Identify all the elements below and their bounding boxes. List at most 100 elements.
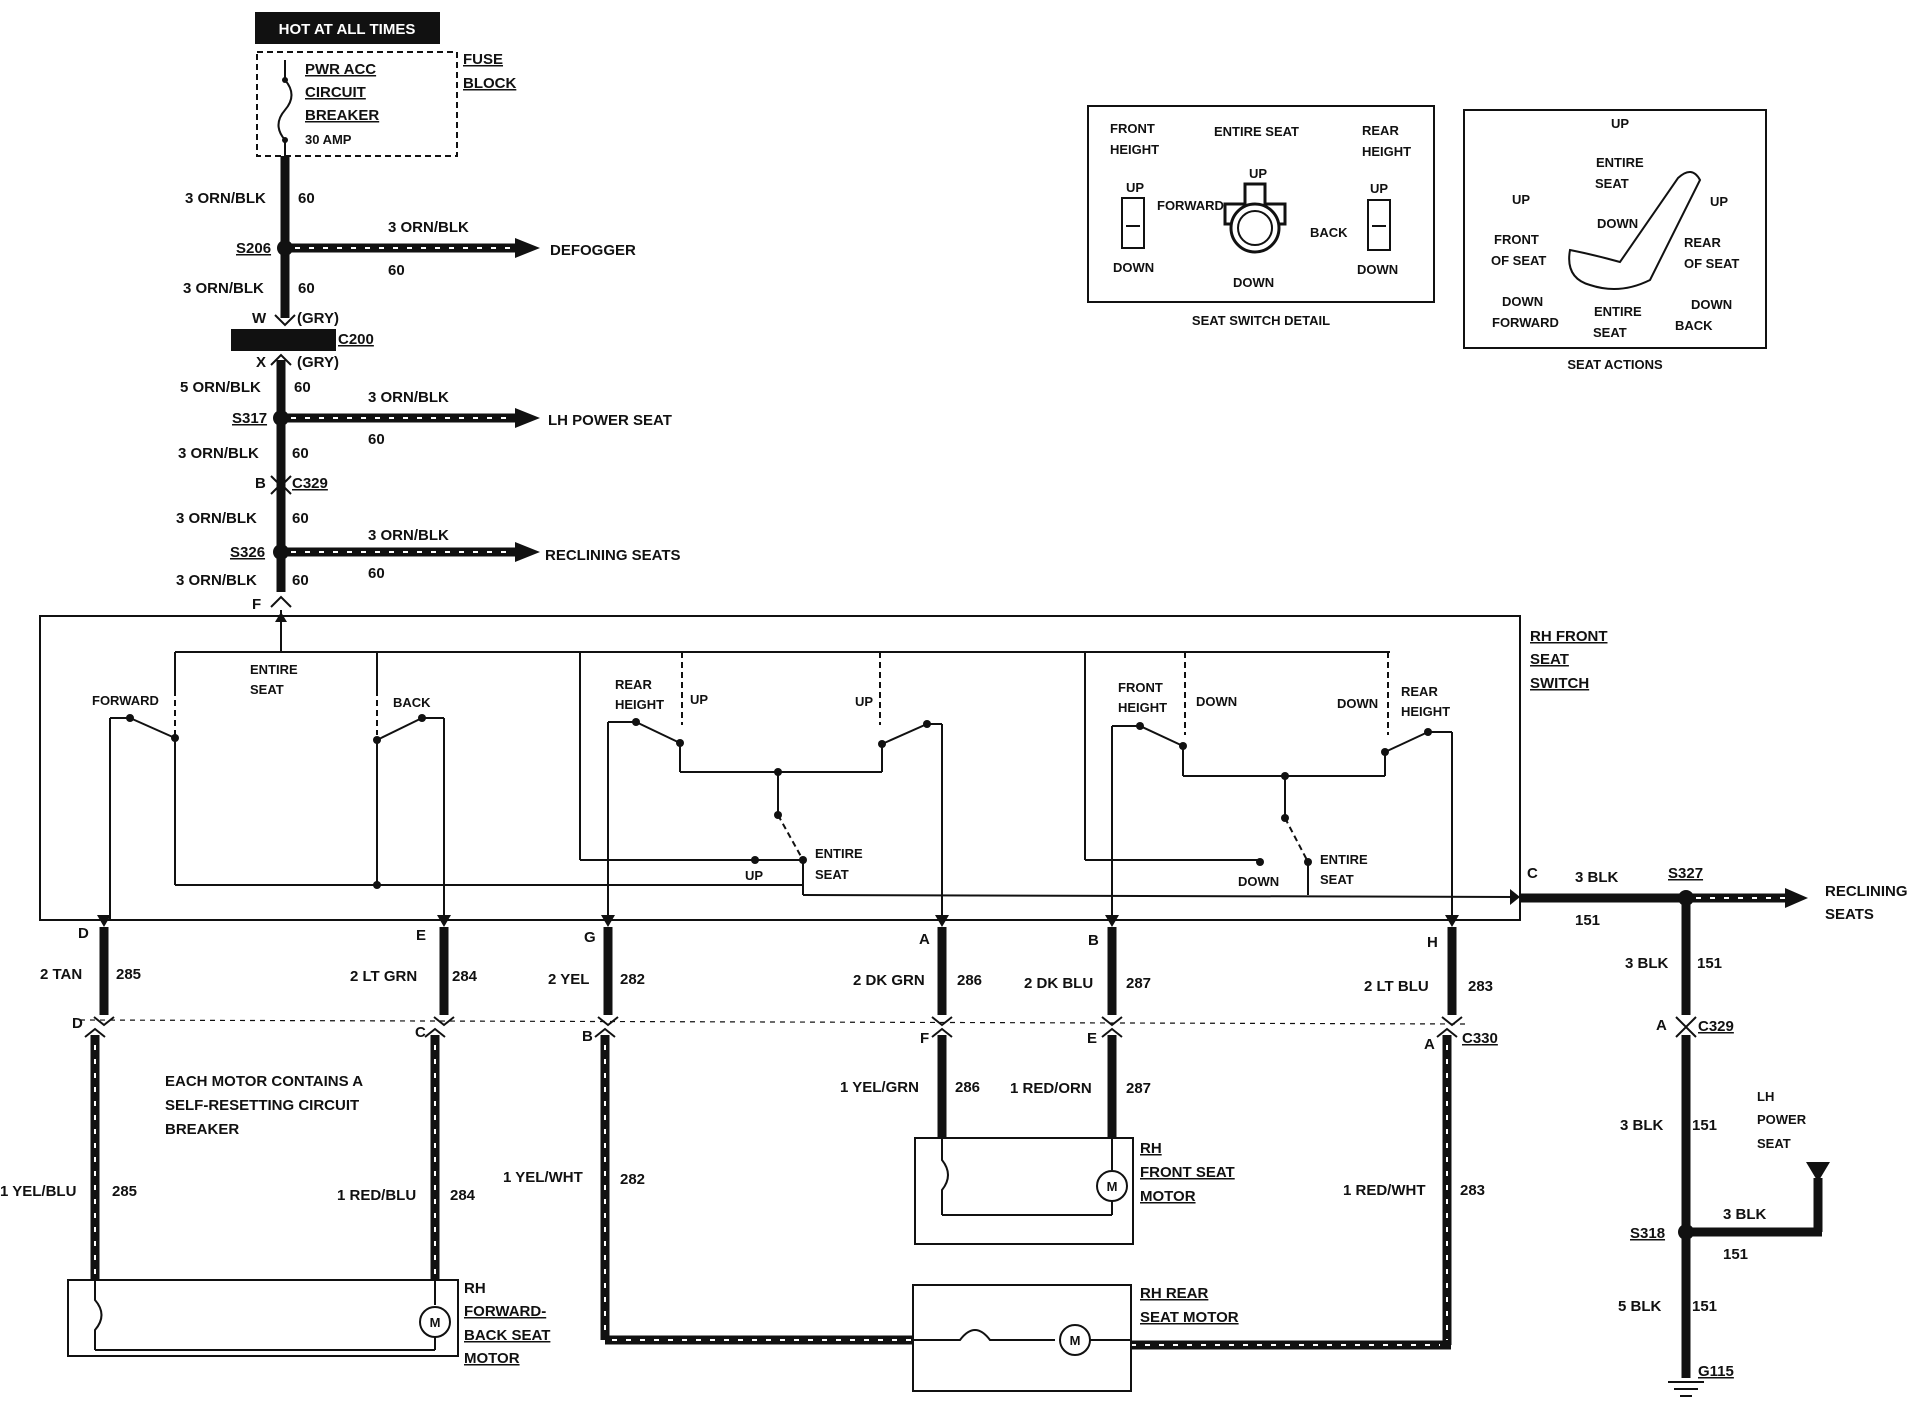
rh-switch-title-3: SWITCH <box>1530 675 1589 692</box>
s317-label: S317 <box>232 410 267 427</box>
defogger-wire-label: 3 ORN/BLK <box>388 219 469 236</box>
detail-rear-height-2: HEIGHT <box>1362 144 1411 159</box>
gnd-w2: 3 BLK <box>1625 955 1669 972</box>
actions-rear-2: OF SEAT <box>1684 256 1739 271</box>
gnd-a-pin: A <box>1656 1017 1667 1034</box>
rh-switch-entire-4: SEAT <box>815 867 849 882</box>
lh-power-seat-label: LH POWER SEAT <box>548 412 672 429</box>
defogger-circuit: 60 <box>388 262 405 279</box>
out-b-wire: 2 DK BLU <box>1024 975 1093 992</box>
feed-c1: 60 <box>298 190 315 207</box>
reclining-seats-label: RECLINING SEATS <box>545 547 681 564</box>
out-h-lower-pin: A <box>1424 1036 1435 1053</box>
rh-switch-c-pin: C <box>1527 865 1538 882</box>
fwd-back-motor-2: FORWARD- <box>464 1303 546 1320</box>
fwd-back-motor-m: M <box>430 1315 441 1330</box>
front-motor-3: MOTOR <box>1140 1188 1196 1205</box>
out-g-pin: G <box>584 929 596 946</box>
seat-actions-caption: SEAT ACTIONS <box>1567 357 1663 372</box>
circuit-breaker-symbol <box>277 60 293 156</box>
rh-switch-entire-6: SEAT <box>1320 872 1354 887</box>
rh-switch-down-2: DOWN <box>1337 696 1378 711</box>
rh-switch-forward: FORWARD <box>92 693 159 708</box>
actions-entire-1: ENTIRE <box>1596 155 1644 170</box>
note-1: EACH MOTOR CONTAINS A <box>165 1073 363 1090</box>
out-h-pin: H <box>1427 934 1438 951</box>
detail-up-right: UP <box>1370 181 1388 196</box>
rh-switch-up-3: UP <box>745 868 763 883</box>
feed-w3: 3 ORN/BLK <box>183 280 264 297</box>
feed-f-pin: F <box>252 596 261 613</box>
out-e-lower-wire: 1 RED/BLU <box>337 1187 416 1204</box>
out-d-circ: 285 <box>116 966 141 983</box>
s318-splice <box>1678 1224 1694 1240</box>
out-e-circ: 284 <box>452 968 478 985</box>
lh-seat-wire-label: 3 ORN/BLK <box>368 389 449 406</box>
actions-back: BACK <box>1675 318 1713 333</box>
note-3: BREAKER <box>165 1121 239 1138</box>
fwd-back-motor-4: MOTOR <box>464 1350 520 1367</box>
s326-label: S326 <box>230 544 265 561</box>
c330-label: C330 <box>1462 1030 1498 1047</box>
gnd-c3: 151 <box>1692 1117 1717 1134</box>
out-h-wire: 2 LT BLU <box>1364 978 1429 995</box>
out-h-lower-circ: 283 <box>1460 1182 1485 1199</box>
rh-switch-rear-height-4: HEIGHT <box>1401 704 1450 719</box>
g115-label: G115 <box>1698 1363 1734 1380</box>
out-a-pin: A <box>919 931 930 948</box>
gnd-lh-3: SEAT <box>1757 1136 1791 1151</box>
seat-outline-icon <box>1568 171 1702 290</box>
feed-c4: 60 <box>294 379 311 396</box>
rear-motor-1: RH REAR <box>1140 1285 1209 1302</box>
c200-x-pin: X <box>256 354 266 371</box>
out-d-wire: 2 TAN <box>40 966 82 983</box>
gnd-w1: 3 BLK <box>1575 869 1619 886</box>
front-seat-motor-box <box>914 1137 1134 1245</box>
out-b-pin: B <box>1088 932 1099 949</box>
actions-down-top: DOWN <box>1597 216 1638 231</box>
detail-forward: FORWARD <box>1157 198 1224 213</box>
rh-switch-title-2: SEAT <box>1530 651 1569 668</box>
out-a-lower-pin: F <box>920 1030 929 1047</box>
reclining-circuit: 60 <box>368 565 385 582</box>
rh-switch-down-3: DOWN <box>1238 874 1279 889</box>
out-e-pin: E <box>416 927 426 944</box>
fwd-back-motor-3: BACK SEAT <box>464 1327 550 1344</box>
front-motor-1: RH <box>1140 1140 1162 1157</box>
out-b-circ: 287 <box>1126 975 1151 992</box>
s318-label: S318 <box>1630 1225 1665 1242</box>
c200-w-pin: W <box>252 310 267 327</box>
fuse-block-label-1: FUSE <box>463 51 503 68</box>
reclining-arrow <box>515 542 540 562</box>
s327-label: S327 <box>1668 865 1703 882</box>
out-b-lower-circ: 287 <box>1126 1080 1151 1097</box>
actions-down-left: DOWN <box>1502 294 1543 309</box>
rh-switch-rear-height-1: REAR <box>615 677 652 692</box>
feed-w4: 5 ORN/BLK <box>180 379 261 396</box>
seat-switch-detail-box <box>1087 105 1435 303</box>
lh-seat-ground-arrow <box>1806 1162 1830 1182</box>
gnd-reclining-1: RECLINING <box>1825 883 1908 900</box>
rh-switch-rear-height-3: REAR <box>1401 684 1438 699</box>
gnd-lh-2: POWER <box>1757 1112 1807 1127</box>
out-a-lower-circ: 286 <box>955 1079 980 1096</box>
gnd-lh-1: LH <box>1757 1089 1774 1104</box>
out-b-lower-pin: E <box>1087 1030 1097 1047</box>
rear-seat-motor-box <box>912 1284 1132 1392</box>
fuse-name-3: BREAKER <box>305 107 379 124</box>
hot-label: HOT AT ALL TIMES <box>279 21 416 38</box>
c200-w-color: (GRY) <box>297 310 339 327</box>
detail-rear-height-1: REAR <box>1362 123 1399 138</box>
out-d-lower-circ: 285 <box>112 1183 137 1200</box>
feed-w1: 3 ORN/BLK <box>185 190 266 207</box>
gnd-w5: 5 BLK <box>1618 1298 1662 1315</box>
out-h-lower-wire: 1 RED/WHT <box>1343 1182 1426 1199</box>
gnd-c329: C329 <box>1698 1018 1734 1035</box>
seat-switch-detail-caption: SEAT SWITCH DETAIL <box>1192 313 1330 328</box>
actions-forward: FORWARD <box>1492 315 1559 330</box>
out-e-wire: 2 LT GRN <box>350 968 417 985</box>
out-g-wire: 2 YEL <box>548 971 589 988</box>
rh-switch-front-height-1: FRONT <box>1118 680 1163 695</box>
rh-switch-entire-5: ENTIRE <box>1320 852 1368 867</box>
actions-entire-b2: SEAT <box>1593 325 1627 340</box>
